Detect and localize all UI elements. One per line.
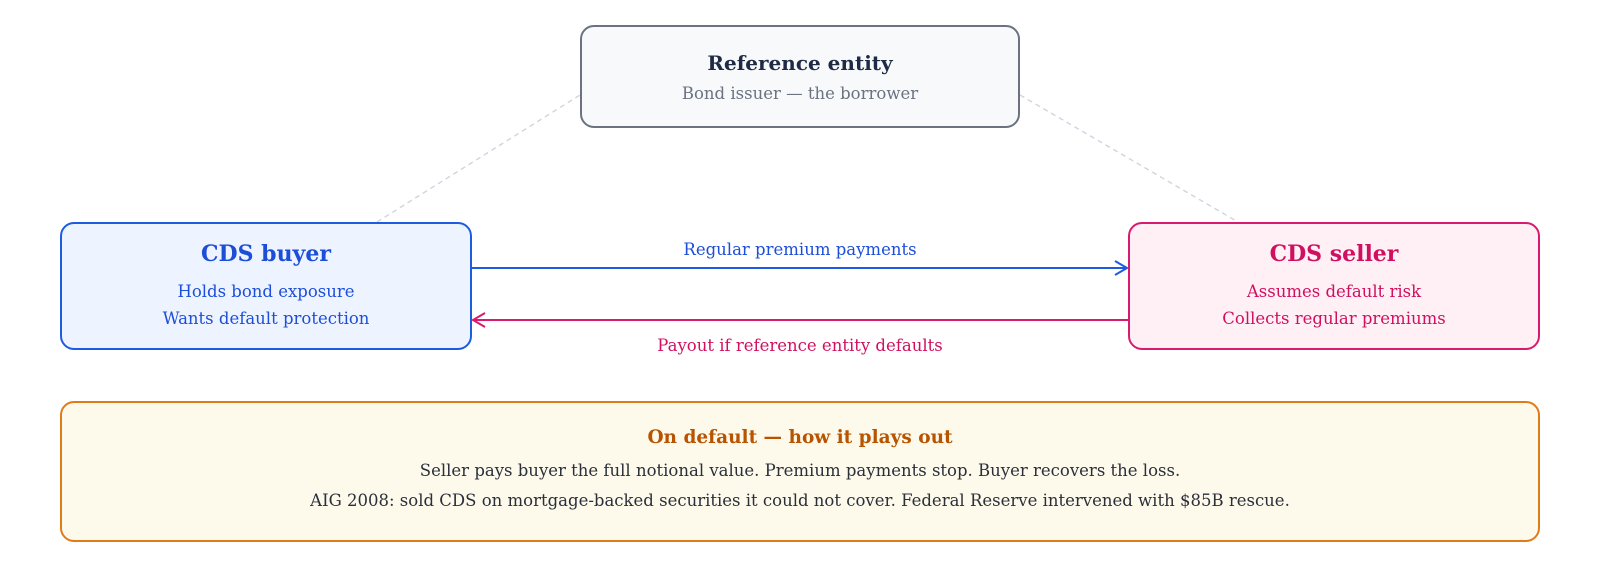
cds-buyer-line-1: Holds bond exposure — [177, 281, 355, 301]
payout-flow-label: Payout if reference entity defaults — [657, 336, 943, 355]
cds-seller-line-2: Collects regular premiums — [1222, 308, 1446, 328]
reference-entity-box: Reference entity Bond issuer — the borro… — [580, 25, 1020, 128]
cds-seller-title: CDS seller — [1269, 240, 1399, 267]
payout-arrowhead — [471, 312, 486, 328]
buyer-reference-connector — [376, 94, 581, 223]
cds-seller-box: CDS seller Assumes default risk Collects… — [1128, 222, 1540, 350]
reference-entity-title: Reference entity — [707, 50, 893, 75]
default-explanation-line-2: AIG 2008: sold CDS on mortgage-backed se… — [310, 491, 1290, 510]
premium-arrowhead — [1114, 260, 1129, 276]
cds-seller-line-1: Assumes default risk — [1246, 281, 1422, 301]
cds-buyer-box: CDS buyer Holds bond exposure Wants defa… — [60, 222, 472, 350]
cds-buyer-title: CDS buyer — [201, 240, 331, 267]
default-explanation-line-1: Seller pays buyer the full notional valu… — [419, 461, 1181, 480]
cds-buyer-line-2: Wants default protection — [162, 308, 370, 328]
default-explanation-title: On default — how it plays out — [647, 427, 953, 448]
default-explanation-box: On default — how it plays out Seller pay… — [60, 401, 1540, 542]
reference-entity-subtitle: Bond issuer — the borrower — [681, 83, 919, 103]
seller-reference-connector — [1019, 94, 1239, 223]
premium-flow-label: Regular premium payments — [683, 240, 917, 259]
